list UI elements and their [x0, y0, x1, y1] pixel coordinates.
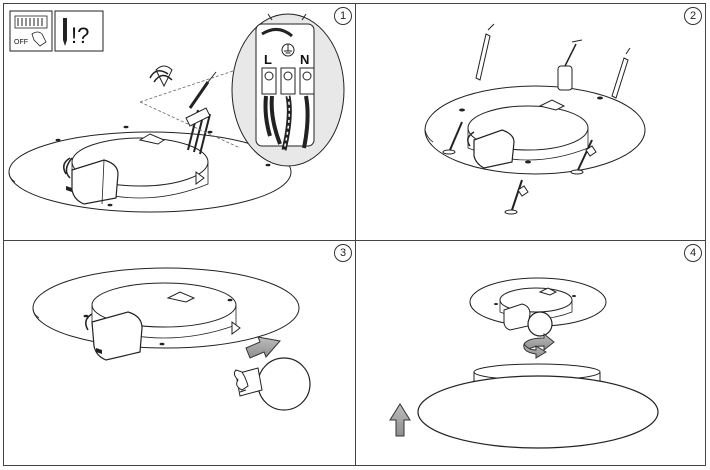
panel-3-bulb	[32, 267, 311, 411]
panel-divider-vertical	[355, 3, 356, 466]
sheet-frame	[3, 3, 706, 466]
switch-off-label: OFF	[14, 39, 28, 46]
step-number-1: 1	[334, 7, 352, 25]
help-symbol: !?	[71, 23, 89, 48]
step-number-3: 3	[334, 244, 352, 262]
panel-divider-horizontal	[3, 240, 706, 241]
panel-2-mounting	[424, 23, 646, 215]
rotate-arrow-icon	[523, 332, 555, 359]
live-terminal-label: L	[264, 52, 272, 67]
panel-4-cover	[389, 277, 659, 449]
step-number-4: 4	[684, 244, 702, 262]
panel-1-wiring: OFF !?	[8, 10, 345, 213]
power-switch-off-icon: OFF	[9, 10, 53, 52]
tools-question-icon: !?	[54, 10, 104, 52]
neutral-terminal-label: N	[300, 52, 309, 67]
step-number-2: 2	[684, 7, 702, 25]
up-arrow-icon	[389, 403, 411, 437]
terminal-block-detail: L N	[231, 13, 345, 167]
push-arrow-icon	[245, 336, 281, 359]
